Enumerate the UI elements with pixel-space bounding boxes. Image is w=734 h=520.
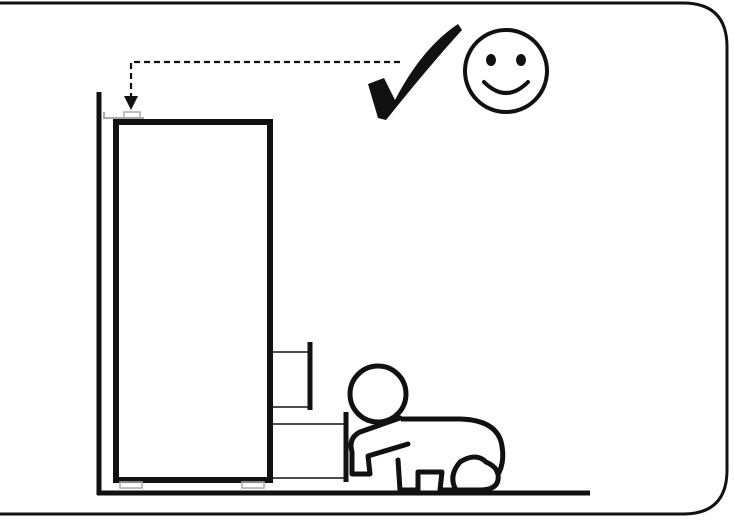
child-foot (450, 454, 501, 493)
check-mark-icon (368, 24, 462, 120)
dashed-arrow (124, 60, 400, 110)
wall-anchor-bracket (103, 111, 144, 119)
wardrobe-feet (119, 481, 265, 489)
open-drawers (272, 342, 349, 482)
child-head (347, 363, 409, 425)
crawling-child (347, 363, 506, 493)
child-arm (348, 415, 411, 477)
child-leg (395, 457, 459, 493)
smiley-face-icon (463, 28, 549, 114)
wardrobe (113, 119, 273, 489)
